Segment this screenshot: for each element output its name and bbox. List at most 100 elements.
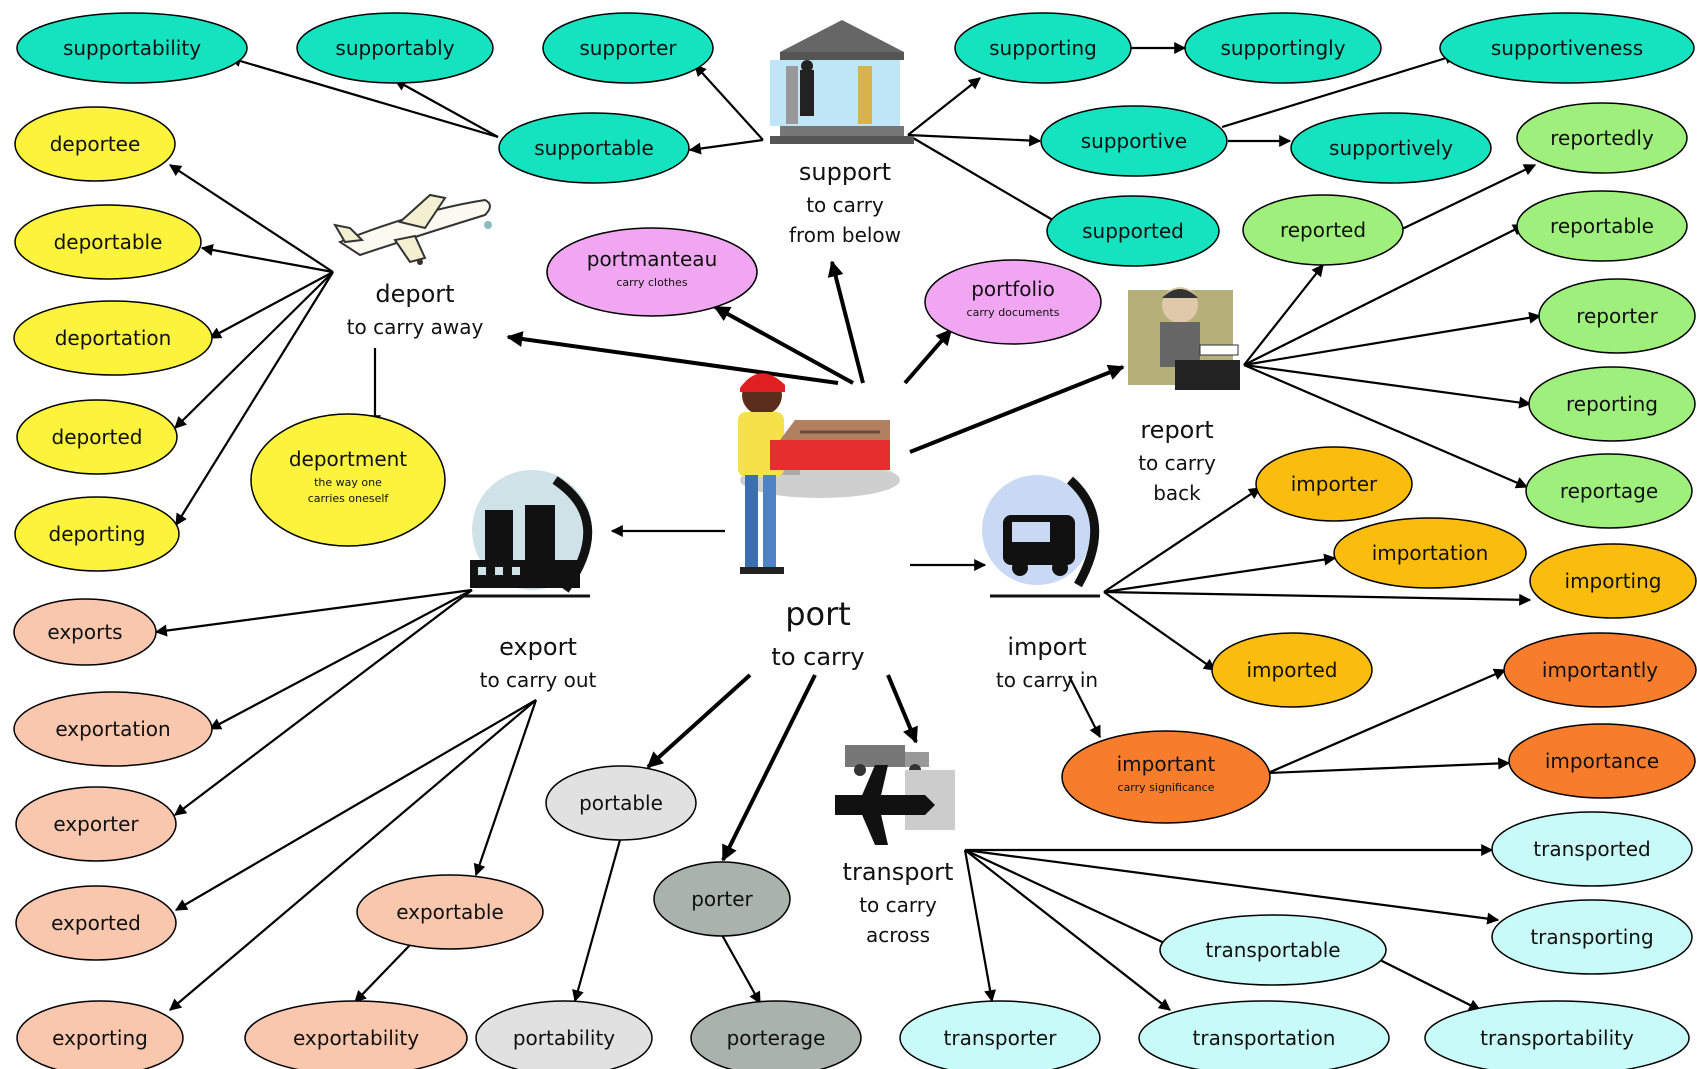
word-node-transported[interactable]: transported <box>1491 811 1693 887</box>
hub-word: support <box>799 158 891 186</box>
word-node-exporter[interactable]: exporter <box>15 786 177 862</box>
word-node-supportive[interactable]: supportive <box>1040 105 1228 177</box>
word-node-importing[interactable]: importing <box>1529 543 1697 619</box>
node-ellipse <box>16 1000 184 1069</box>
root-word: port <box>785 595 851 633</box>
word-node-exported[interactable]: exported <box>15 885 177 961</box>
word-node-exporting[interactable]: exporting <box>16 1000 184 1069</box>
word-node-exportability[interactable]: exportability <box>244 1000 468 1069</box>
word-node-transporter[interactable]: transporter <box>899 1000 1101 1069</box>
word-node-supported[interactable]: supported <box>1046 195 1220 267</box>
word-node-portability[interactable]: portability <box>475 1000 653 1069</box>
edge-arrow <box>200 244 334 274</box>
word-node-reportedly[interactable]: reportedly <box>1516 102 1688 174</box>
node-ellipse <box>244 1000 468 1069</box>
word-node-deporting[interactable]: deporting <box>14 496 180 572</box>
word-node-imported[interactable]: imported <box>1211 632 1373 708</box>
hub-meaning: to carry <box>859 893 937 917</box>
word-node-porterage[interactable]: porterage <box>690 1000 862 1069</box>
node-label: exportability <box>293 1026 419 1050</box>
node-sublabel: carry documents <box>967 306 1060 319</box>
word-node-porter[interactable]: porter <box>653 861 791 937</box>
hub-word: export <box>499 633 577 661</box>
word-node-supporter[interactable]: supporter <box>542 12 714 84</box>
node-ellipse <box>1508 723 1696 799</box>
car-icon <box>982 475 1100 598</box>
word-node-deportable[interactable]: deportable <box>14 204 202 280</box>
node-label: exportation <box>55 717 170 741</box>
word-node-transportation[interactable]: transportation <box>1138 1000 1390 1069</box>
node-label: deported <box>52 425 143 449</box>
hub-meaning: to carry in <box>996 668 1098 692</box>
edge-arrow <box>1379 959 1482 1011</box>
edge-arrow <box>1221 52 1458 129</box>
node-label: reported <box>1280 218 1366 242</box>
hub-meaning: across <box>866 923 930 947</box>
node-label: deportment <box>289 447 407 471</box>
node-ellipse <box>1424 1000 1690 1069</box>
word-node-supportiveness[interactable]: supportiveness <box>1439 12 1695 84</box>
word-node-transportable[interactable]: transportable <box>1159 914 1387 986</box>
word-node-reporting[interactable]: reporting <box>1528 366 1696 442</box>
node-ellipse <box>15 786 177 862</box>
node-sublabel: carries oneself <box>308 492 390 505</box>
word-node-supportingly[interactable]: supportingly <box>1184 12 1382 84</box>
word-node-transportability[interactable]: transportability <box>1424 1000 1690 1069</box>
word-node-reportable[interactable]: reportable <box>1516 190 1688 262</box>
word-node-supportable[interactable]: supportable <box>498 112 690 184</box>
edge-arrow <box>964 848 1500 925</box>
word-node-importer[interactable]: importer <box>1255 446 1413 522</box>
word-node-supportably[interactable]: supportably <box>296 12 494 84</box>
word-node-reportage[interactable]: reportage <box>1525 453 1693 529</box>
word-node-supportively[interactable]: supportively <box>1290 112 1492 184</box>
word-node-importance[interactable]: importance <box>1508 723 1696 799</box>
node-ellipse <box>954 12 1132 84</box>
word-node-importation[interactable]: importation <box>1333 517 1527 589</box>
edge-arrow <box>473 699 538 877</box>
node-ellipse <box>1516 102 1688 174</box>
word-node-supportability[interactable]: supportability <box>16 12 248 84</box>
node-ellipse <box>14 204 202 280</box>
edge-arrow <box>909 364 1125 454</box>
node-ellipse <box>13 300 213 376</box>
word-node-exportable[interactable]: exportable <box>356 874 544 950</box>
node-label: supporting <box>989 36 1097 60</box>
word-node-deported[interactable]: deported <box>16 399 178 475</box>
node-label: exports <box>47 620 122 644</box>
word-node-reported[interactable]: reported <box>1242 194 1404 266</box>
airplane-icon <box>333 193 492 265</box>
word-node-deportee[interactable]: deportee <box>14 106 176 182</box>
word-node-portable[interactable]: portable <box>545 765 697 841</box>
word-node-deportation[interactable]: deportation <box>13 300 213 376</box>
node-ellipse <box>690 1000 862 1069</box>
edge-arrow <box>1267 757 1511 775</box>
word-node-exportation[interactable]: exportation <box>13 691 213 767</box>
word-node-reporter[interactable]: reporter <box>1538 278 1696 354</box>
edge-arrow <box>903 328 953 385</box>
node-label: importing <box>1565 569 1662 593</box>
node-label: transported <box>1533 837 1650 861</box>
word-node-exports[interactable]: exports <box>13 598 157 666</box>
word-node-supporting[interactable]: supporting <box>954 12 1132 84</box>
edge-arrow <box>1243 363 1532 409</box>
word-node-transporting[interactable]: transporting <box>1491 899 1693 975</box>
hub-meaning: to carry away <box>347 315 484 339</box>
edge-arrow <box>963 849 997 1003</box>
edge-arrow <box>354 944 411 1003</box>
edge-arrow <box>907 133 1042 147</box>
word-node-importantly[interactable]: importantly <box>1503 632 1697 708</box>
node-ellipse <box>1525 453 1693 529</box>
